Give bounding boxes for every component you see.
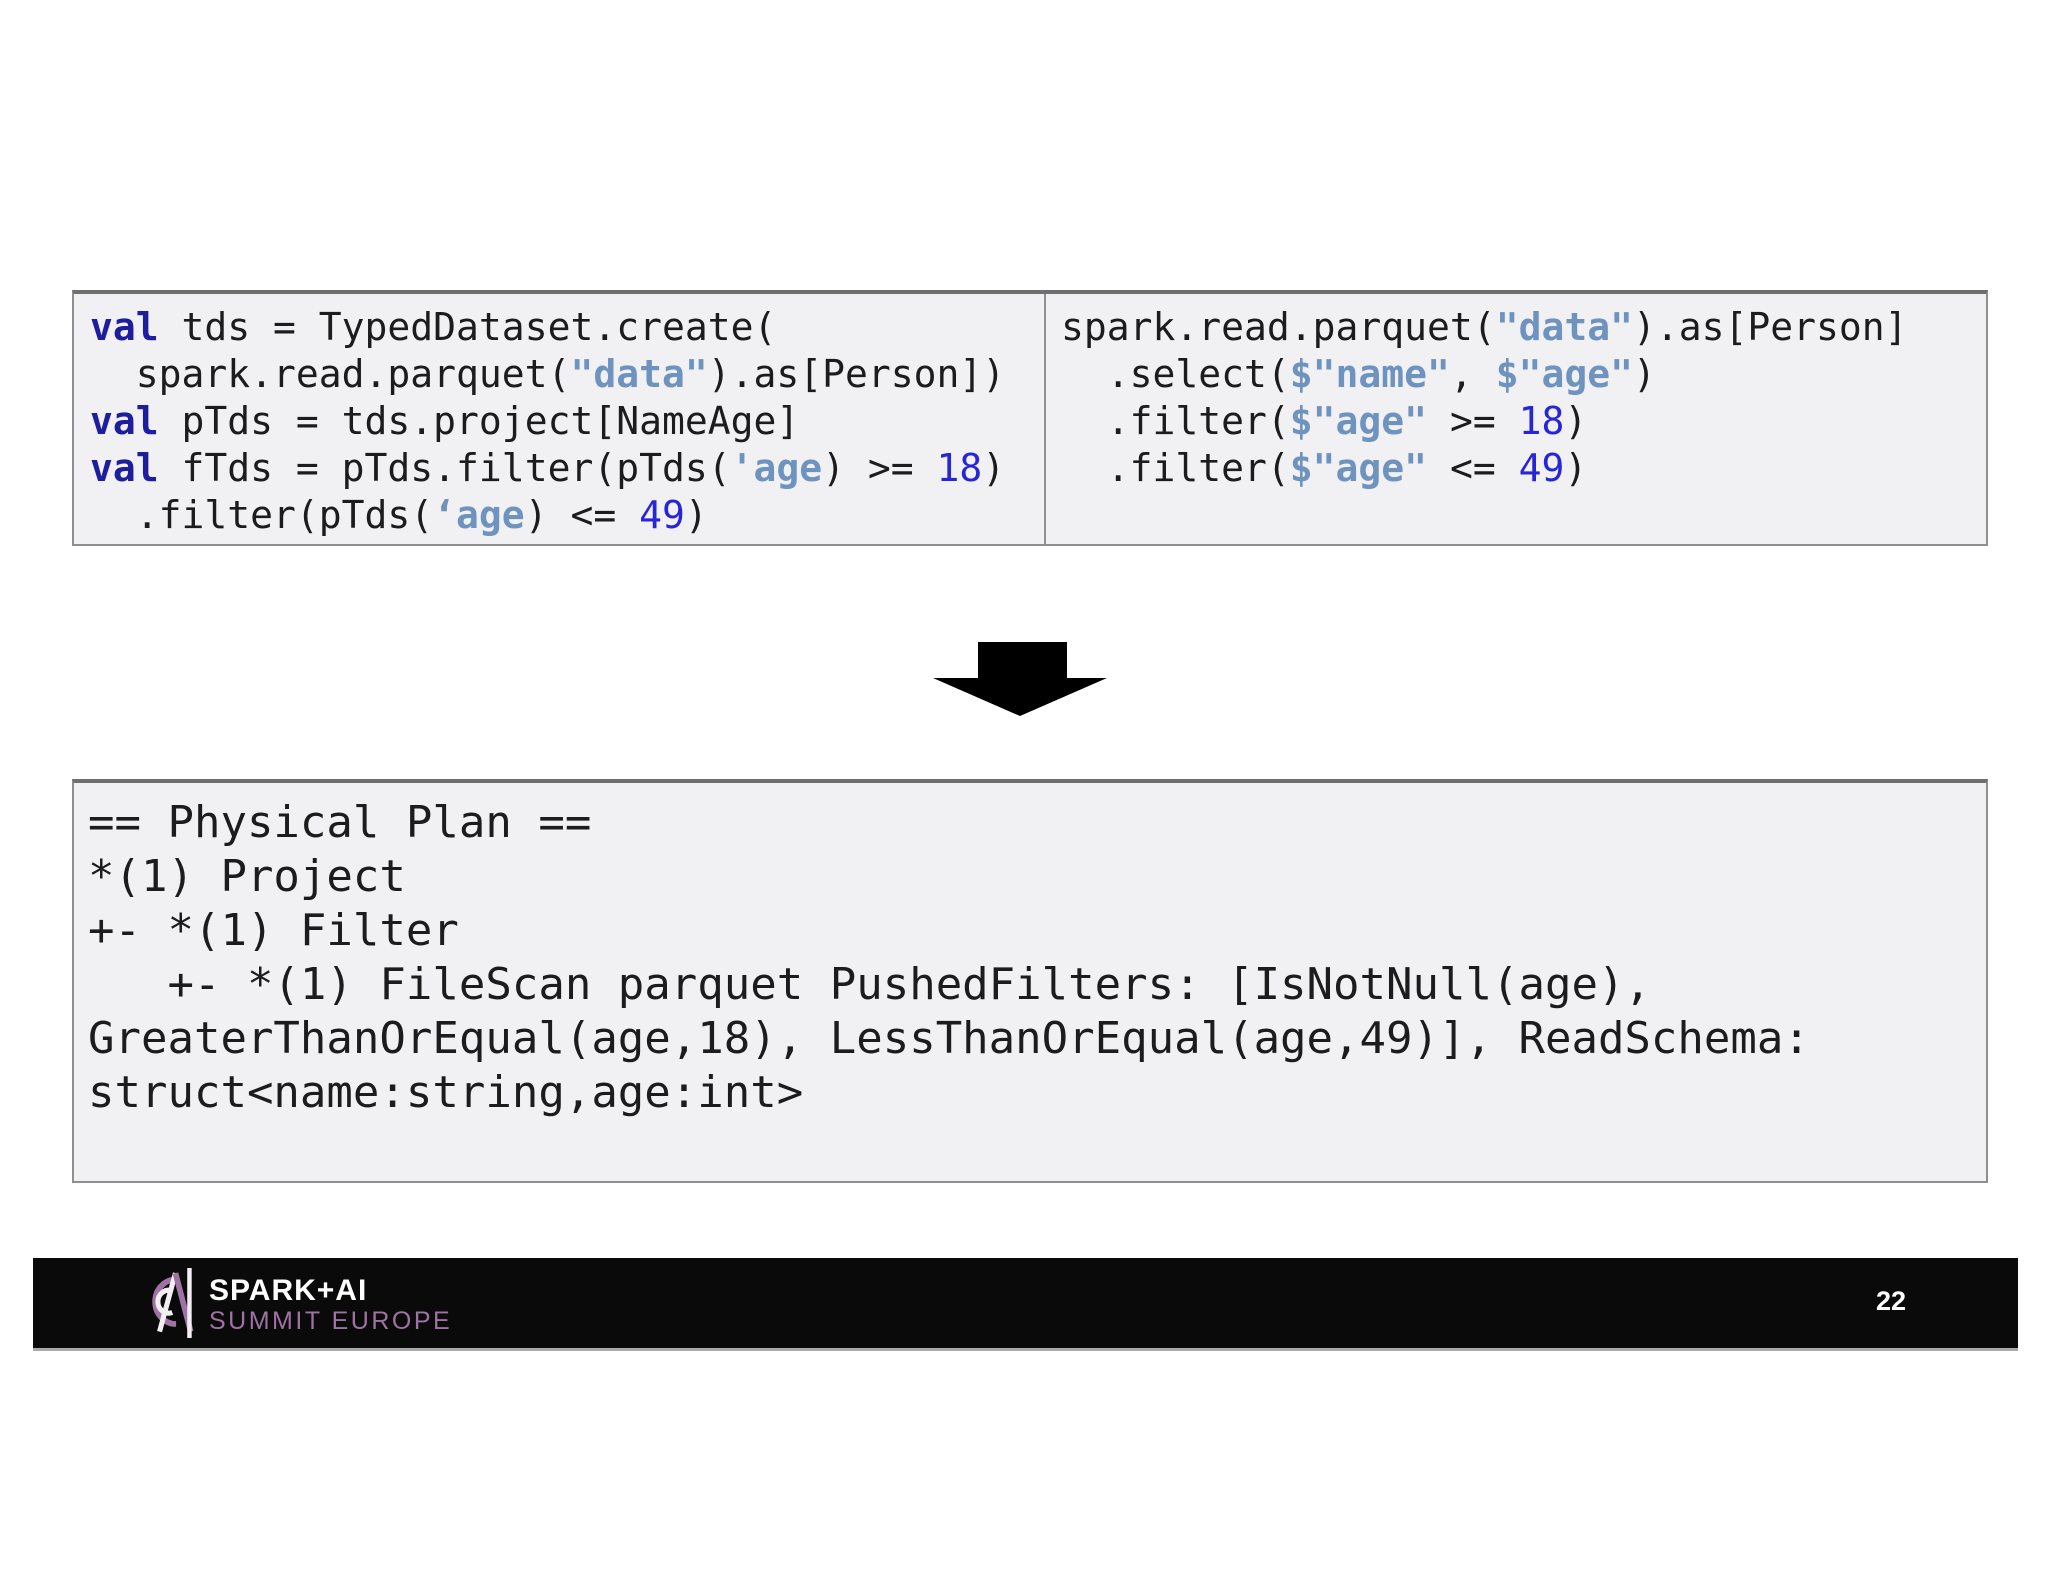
code-line: .select($"name", $"age")	[1061, 352, 1656, 396]
code-line: val tds = TypedDataset.create(	[90, 305, 777, 349]
code-line: .filter(pTds(‘age) <= 49)	[90, 493, 708, 537]
physical-plan-box: == Physical Plan ==*(1) Project+- *(1) F…	[72, 779, 1988, 1183]
code-line: +- *(1) Filter	[88, 905, 459, 956]
footer-bar: SPARK+AI SUMMIT EUROPE 22	[33, 1258, 2018, 1351]
code-line: .filter($"age" <= 49)	[1061, 446, 1588, 490]
code-line: spark.read.parquet("data").as[Person])	[90, 352, 1006, 396]
code-comparison-row: val tds = TypedDataset.create( spark.rea…	[72, 290, 1988, 546]
footer-brand: SPARK+AI SUMMIT EUROPE	[209, 1274, 453, 1336]
code-line: struct<name:string,age:int>	[88, 1067, 804, 1118]
code-line: .filter($"age" >= 18)	[1061, 399, 1588, 443]
typed-dataset-code-box: val tds = TypedDataset.create( spark.rea…	[74, 294, 1046, 544]
code-line: spark.read.parquet("data").as[Person]	[1061, 305, 1908, 349]
page-number: 22	[1875, 1286, 1906, 1316]
brand-title: SPARK+AI	[209, 1274, 368, 1307]
code-line: val fTds = pTds.filter(pTds('age) >= 18)	[90, 446, 1006, 490]
code-line: val pTds = tds.project[NameAge]	[90, 399, 800, 443]
code-line: GreaterThanOrEqual(age,18), LessThanOrEq…	[88, 1013, 1810, 1064]
dataframe-code-box: spark.read.parquet("data").as[Person] .s…	[1046, 294, 1986, 544]
brand-subtitle: SUMMIT EUROPE	[209, 1307, 453, 1335]
code-line: *(1) Project	[88, 851, 406, 902]
code-line: == Physical Plan ==	[88, 797, 592, 848]
code-line: +- *(1) FileScan parquet PushedFilters: …	[88, 959, 1651, 1010]
spark-ai-summit-logo-icon	[129, 1264, 199, 1342]
down-arrow-icon	[933, 642, 1107, 716]
